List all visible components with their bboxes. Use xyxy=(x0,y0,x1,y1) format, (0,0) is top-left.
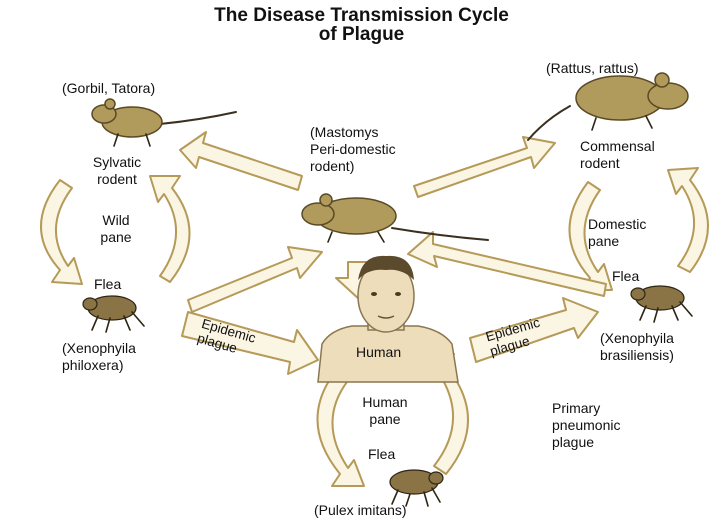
diagram-title: The Disease Transmission Cycle of Plague xyxy=(0,6,723,44)
sylvatic-label-line-2: rodent xyxy=(82,171,152,188)
human-cycle-line-2: pane xyxy=(350,411,420,428)
primary-pneumonic-label: Primary pneumonic plague xyxy=(552,400,621,451)
arrow-to-commensal xyxy=(414,137,555,197)
primary-line-1: Primary xyxy=(552,400,621,417)
peridomestic-rodent-label: (Mastomys Peri-domestic rodent) xyxy=(310,124,396,175)
wild-cycle-line-2: pane xyxy=(86,229,146,246)
domestic-flea-icon xyxy=(631,286,692,322)
title-line-1: The Disease Transmission Cycle xyxy=(0,6,723,25)
commensal-label-line-2: rodent xyxy=(580,155,655,172)
wild-cycle-line-1: Wild xyxy=(86,212,146,229)
sylvatic-label-line-1: Sylvatic xyxy=(82,154,152,171)
wild-cycle-arrow-left xyxy=(41,180,82,284)
domestic-cycle-label: Domestic pane xyxy=(588,216,646,250)
title-line-2: of Plague xyxy=(0,25,723,44)
domestic-flea-species-line-2: brasiliensis) xyxy=(600,347,674,364)
wild-flea-species-line-1: (Xenophyila xyxy=(62,340,136,357)
commensal-label-line-1: Commensal xyxy=(580,138,655,155)
domestic-cycle-line-2: pane xyxy=(588,233,646,250)
primary-line-2: pneumonic xyxy=(552,417,621,434)
primary-line-3: plague xyxy=(552,434,621,451)
commensal-rodent-icon xyxy=(528,73,688,140)
wild-cycle-label: Wild pane xyxy=(86,212,146,246)
wild-flea-species-line-2: philoxera) xyxy=(62,357,136,374)
peridomestic-label-line-1: (Mastomys xyxy=(310,124,396,141)
human-label: Human xyxy=(356,344,401,361)
wild-flea-icon xyxy=(83,296,144,332)
commensal-rodent-label: Commensal rodent xyxy=(580,138,655,172)
wild-cycle-arrow-right xyxy=(150,176,190,282)
human-cycle-label: Human pane xyxy=(350,394,420,428)
commensal-species-label: (Rattus, rattus) xyxy=(546,60,639,77)
peridomestic-rodent-icon xyxy=(302,194,488,242)
sylvatic-species-label: (Gorbil, Tatora) xyxy=(62,80,155,97)
domestic-flea-label: Flea xyxy=(612,268,639,285)
wild-flea-label: Flea xyxy=(94,276,121,293)
arrow-to-sylvatic xyxy=(180,132,302,190)
peridomestic-label-line-2: Peri-domestic xyxy=(310,141,396,158)
domestic-flea-species-label: (Xenophyila brasiliensis) xyxy=(600,330,674,364)
sylvatic-rodent-icon xyxy=(92,99,236,146)
domestic-cycle-line-1: Domestic xyxy=(588,216,646,233)
human-flea-label: Flea xyxy=(368,446,395,463)
domestic-flea-species-line-1: (Xenophyila xyxy=(600,330,674,347)
human-flea-species-label: (Pulex imitans) xyxy=(314,502,407,519)
domestic-cycle-arrow-right xyxy=(668,168,708,272)
sylvatic-rodent-label: Sylvatic rodent xyxy=(82,154,152,188)
arrow-wildflea-to-peridomestic xyxy=(188,247,322,312)
human-figure xyxy=(318,256,458,382)
peridomestic-label-line-3: rodent) xyxy=(310,158,396,175)
human-flea-icon xyxy=(390,470,443,506)
human-cycle-line-1: Human xyxy=(350,394,420,411)
wild-flea-species-label: (Xenophyila philoxera) xyxy=(62,340,136,374)
